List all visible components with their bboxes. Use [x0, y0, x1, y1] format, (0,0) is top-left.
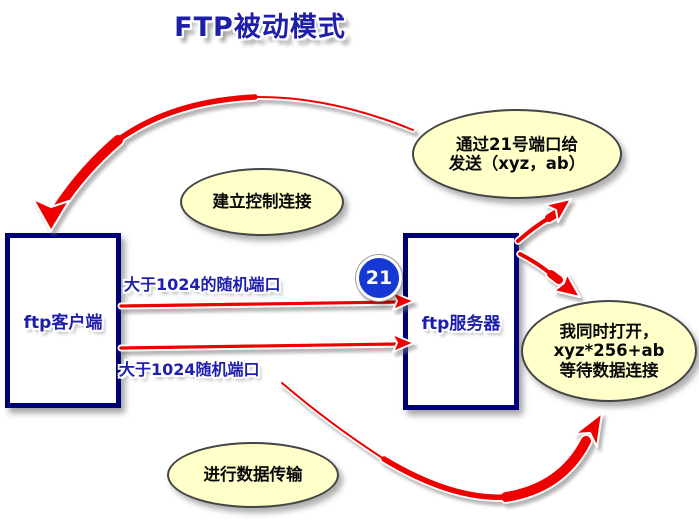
diagram-title: FTP被动模式 — [174, 12, 346, 43]
client-box: ftp客户端 — [5, 233, 121, 408]
callout-control-connection: 建立控制连接 — [180, 168, 344, 236]
arrow-server-to-send-callout — [514, 198, 572, 245]
arrow-server-to-open-callout — [516, 250, 581, 298]
callout-server-open-line3: 等待数据连接 — [559, 360, 659, 380]
server-box: ftp服务器 — [403, 233, 519, 410]
client-box-label: ftp客户端 — [23, 313, 103, 333]
server-box-label: ftp服务器 — [421, 314, 501, 334]
callout-send-ports-line2: 发送（xyz，ab） — [448, 154, 586, 173]
callout-server-open: 我同时打开， xyz*256+ab 等待数据连接 — [521, 300, 697, 402]
port-21-badge: 21 — [356, 255, 402, 301]
callout-send-ports: 通过21号端口给 发送（xyz，ab） — [412, 109, 622, 199]
callout-server-open-line1: 我同时打开， — [559, 321, 659, 341]
port-21-badge-value: 21 — [365, 267, 393, 289]
callout-data-transfer: 进行数据传输 — [167, 442, 339, 508]
data-port-label: 大于1024随机端口 — [119, 360, 260, 379]
callout-send-ports-line1: 通过21号端口给 — [456, 134, 578, 154]
callout-data-transfer-line1: 进行数据传输 — [203, 465, 303, 485]
callout-control-line1: 建立控制连接 — [212, 192, 312, 212]
callout-server-open-line2: xyz*256+ab — [553, 341, 665, 361]
arrow-data-connection — [117, 333, 415, 353]
control-port-label: 大于1024的随机端口 — [124, 275, 281, 294]
